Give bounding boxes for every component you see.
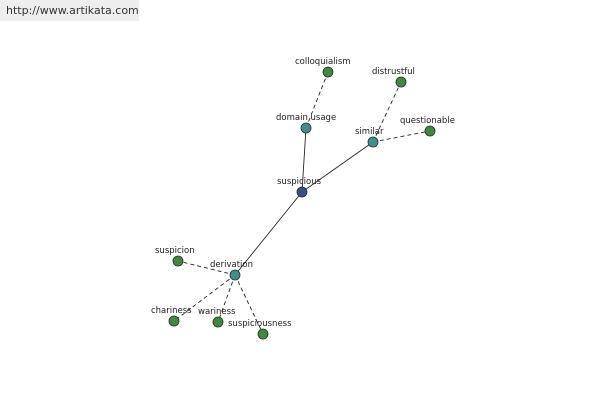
node-derivation[interactable] — [229, 269, 241, 281]
edges-layer — [173, 71, 431, 335]
label-colloquialism: colloquialism — [295, 57, 351, 67]
node-chariness[interactable] — [168, 315, 180, 327]
edge-suspicious-derivation — [234, 191, 303, 276]
node-distrustful[interactable] — [395, 76, 407, 88]
label-distrustful: distrustful — [372, 67, 415, 77]
edge-derivation-suspiciousness — [234, 274, 264, 335]
label-similar: similar — [355, 127, 384, 137]
label-domain-usage: domain usage — [276, 113, 336, 123]
source-url[interactable]: http://www.artikata.com — [0, 0, 139, 21]
node-questionable[interactable] — [424, 125, 436, 137]
node-colloquialism[interactable] — [322, 66, 334, 78]
node-domain-usage[interactable] — [300, 122, 312, 134]
edge-suspicious-domain_usage — [301, 127, 307, 193]
label-wariness: wariness — [198, 307, 236, 317]
node-similar[interactable] — [367, 136, 379, 148]
edge-similar-questionable — [372, 130, 431, 143]
label-questionable: questionable — [400, 116, 455, 126]
label-suspiciousness: suspiciousness — [228, 319, 292, 329]
node-suspiciousness[interactable] — [257, 328, 269, 340]
node-suspicious[interactable] — [296, 186, 308, 198]
label-suspicion: suspicion — [155, 246, 195, 256]
node-suspicion[interactable] — [172, 255, 184, 267]
label-suspicious: suspicious — [277, 177, 322, 187]
nodes-layer: suspicious domain usage similar derivation c… — [151, 57, 455, 340]
edge-derivation-chariness — [173, 274, 236, 322]
label-chariness: chariness — [151, 306, 192, 316]
edge-derivation-wariness — [217, 274, 236, 323]
edge-domain_usage-colloquialism — [305, 71, 329, 129]
node-wariness[interactable] — [212, 316, 224, 328]
edge-derivation-suspicion — [177, 260, 236, 276]
edge-suspicious-similar — [301, 141, 374, 193]
label-derivation: derivation — [210, 260, 253, 270]
